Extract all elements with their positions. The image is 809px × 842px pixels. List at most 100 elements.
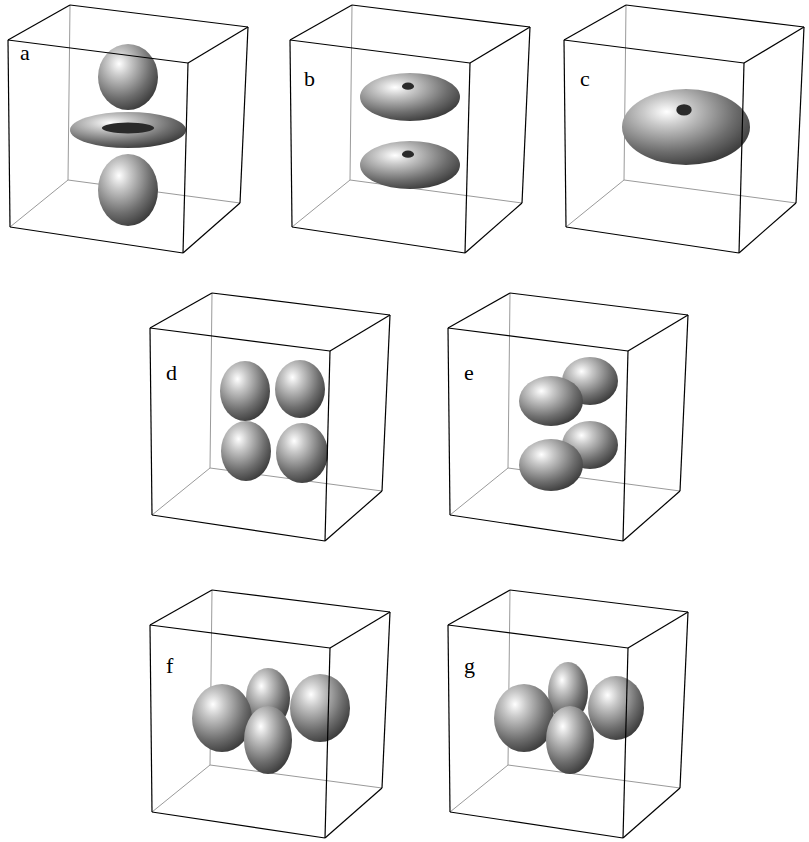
cube-edge xyxy=(744,27,804,63)
hidden-edge xyxy=(152,765,210,812)
cube-edge xyxy=(465,63,470,253)
cube-edge xyxy=(10,227,183,253)
cube-edge xyxy=(325,351,330,541)
cube-edge xyxy=(448,590,510,625)
cube-edge xyxy=(448,328,628,351)
orbital-lobe xyxy=(494,684,554,752)
cube-edge xyxy=(325,788,382,838)
cube-frame xyxy=(290,5,530,253)
cube-edge xyxy=(150,328,152,515)
cube-edge xyxy=(325,648,330,838)
orbital-lobe xyxy=(221,421,271,481)
orbital-shape xyxy=(360,73,460,189)
panel-letter: g xyxy=(464,655,475,677)
orbital-lobe xyxy=(588,676,644,740)
cube-edge xyxy=(290,40,292,227)
torus-hole xyxy=(402,83,414,90)
panel-letter: e xyxy=(464,362,474,384)
cube-edge xyxy=(680,315,688,491)
cube-edge xyxy=(240,27,248,203)
cube-edge xyxy=(465,203,522,253)
cube-edge xyxy=(330,315,390,351)
hidden-edge xyxy=(68,5,70,180)
cube-edge xyxy=(290,5,352,40)
hidden-edge xyxy=(450,468,508,515)
cube-edge xyxy=(325,491,382,541)
cube-edge xyxy=(183,203,240,253)
orbital-lobe xyxy=(98,154,158,226)
panel-letter: d xyxy=(166,362,177,384)
panel-letter: f xyxy=(166,655,173,677)
cube-edge xyxy=(628,612,688,648)
cube-edge xyxy=(150,293,212,328)
cube-edge xyxy=(150,328,330,351)
cube-edge xyxy=(292,227,465,253)
cube-frame xyxy=(150,590,390,838)
cube-edge xyxy=(448,293,510,328)
cube-edge xyxy=(448,625,450,812)
orbital-lobe xyxy=(244,706,292,774)
orbital-lobe xyxy=(360,73,460,121)
cube-edge xyxy=(150,625,152,812)
hidden-edge xyxy=(10,180,68,227)
cube-edge xyxy=(566,227,739,253)
cube-edge xyxy=(739,63,744,253)
cube-edge xyxy=(522,27,530,203)
hidden-edge xyxy=(624,180,796,203)
hidden-edge xyxy=(210,293,212,468)
cube-edge xyxy=(212,590,390,612)
hidden-edge xyxy=(350,5,352,180)
cube-frame xyxy=(448,590,688,838)
orbital-shape xyxy=(519,357,618,491)
cube-edge xyxy=(382,315,390,491)
orbital-shape xyxy=(70,44,186,226)
cube-edge xyxy=(564,40,566,227)
cube-edge xyxy=(448,625,628,648)
cube-edge xyxy=(628,315,688,351)
cube-edge xyxy=(796,27,804,203)
cube-edge xyxy=(152,812,325,838)
orbital-shape xyxy=(192,668,350,774)
cube-edge xyxy=(450,515,623,541)
cube-edge xyxy=(739,203,796,253)
cube-edge xyxy=(623,351,628,541)
orbital-lobe xyxy=(98,44,158,110)
cube-frame xyxy=(8,5,248,253)
cube-edge xyxy=(150,625,330,648)
orbital-lobe xyxy=(290,674,350,742)
orbital-lobe xyxy=(360,141,460,189)
cube-edge xyxy=(564,40,744,63)
orbital-lobe xyxy=(519,439,583,491)
hidden-edge xyxy=(508,765,680,788)
orbital-lobe xyxy=(220,361,270,421)
hidden-edge xyxy=(210,765,382,788)
cube-edge xyxy=(8,40,10,227)
cube-edge xyxy=(70,5,248,27)
cube-edge xyxy=(8,5,70,40)
hidden-edge xyxy=(292,180,350,227)
cube-frame xyxy=(448,293,688,541)
cube-edge xyxy=(510,293,688,315)
cube-edge xyxy=(330,612,390,648)
cube-edge xyxy=(623,491,680,541)
cube-edge xyxy=(623,648,628,838)
cube-edge xyxy=(382,612,390,788)
torus-hole xyxy=(676,104,691,115)
hidden-edge xyxy=(508,293,510,468)
orbital-lobe xyxy=(276,423,328,483)
cube-frame xyxy=(564,5,804,253)
cube-edge xyxy=(623,788,680,838)
cube-edge xyxy=(564,5,626,40)
orbital-lobe xyxy=(622,89,750,165)
cube-edge xyxy=(152,515,325,541)
cube-edge xyxy=(290,40,470,63)
orbital-shape xyxy=(220,360,328,483)
cube-edge xyxy=(470,27,530,63)
cube-edge xyxy=(8,40,188,63)
hidden-edge xyxy=(624,5,626,180)
orbital-shape xyxy=(494,662,644,774)
cube-edge xyxy=(450,812,623,838)
orbital-lobe xyxy=(275,360,325,418)
cube-edge xyxy=(448,328,450,515)
